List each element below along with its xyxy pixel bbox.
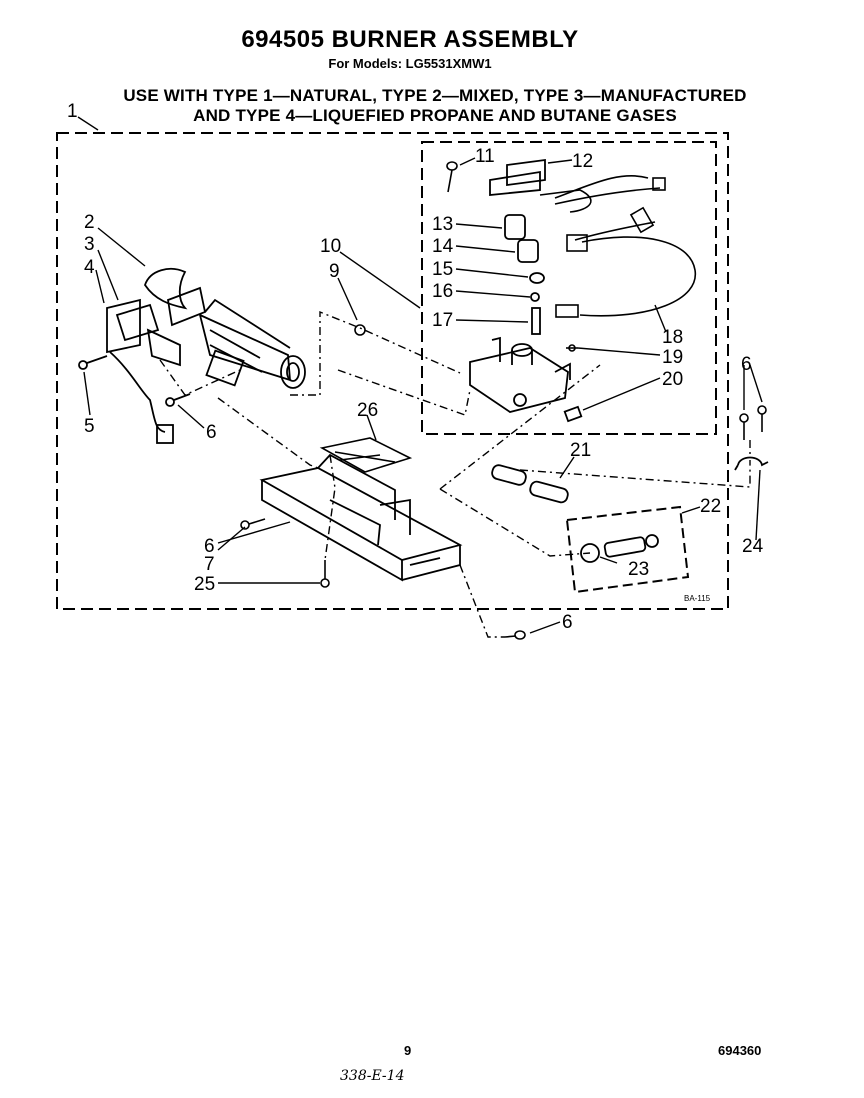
callout-12: 12 bbox=[572, 151, 593, 172]
callout-23: 23 bbox=[628, 559, 649, 580]
callout-16: 16 bbox=[432, 281, 453, 302]
gas-tube bbox=[491, 464, 569, 504]
pipe-clamp bbox=[734, 456, 769, 471]
screw bbox=[165, 393, 191, 407]
drawing-code: BA-115 bbox=[684, 594, 711, 603]
callout-6: 6 bbox=[741, 354, 752, 375]
callout-19: 19 bbox=[662, 347, 683, 368]
callout-5: 5 bbox=[84, 416, 95, 437]
igniter-subassembly-boundary bbox=[565, 505, 690, 594]
burner-tube bbox=[144, 268, 306, 389]
document-number: 694360 bbox=[718, 1043, 762, 1058]
model-subtitle: For Models: LG5531XMW1 bbox=[328, 56, 492, 71]
gas-valve bbox=[469, 336, 571, 413]
heat-shield bbox=[319, 437, 413, 473]
callout-1: 1 bbox=[67, 101, 78, 122]
wiring-harness bbox=[539, 174, 696, 318]
callout-21: 21 bbox=[570, 440, 591, 461]
nut bbox=[354, 324, 366, 336]
gas-type-note-line2: AND TYPE 4—LIQUEFIED PROPANE AND BUTANE … bbox=[193, 106, 677, 125]
callout-22: 22 bbox=[700, 496, 721, 517]
callout-25: 25 bbox=[194, 574, 215, 595]
callout-24: 24 bbox=[742, 536, 764, 557]
callout-2: 2 bbox=[84, 212, 95, 233]
valve-subassembly-boundary bbox=[421, 141, 717, 435]
callout-7: 7 bbox=[204, 554, 215, 575]
screw bbox=[240, 518, 526, 640]
callout-14: 14 bbox=[432, 236, 454, 257]
igniter bbox=[580, 534, 659, 563]
screw bbox=[446, 161, 458, 193]
orifice bbox=[563, 405, 583, 423]
screw bbox=[78, 355, 108, 370]
valve-coil-stack bbox=[489, 158, 546, 335]
assembly-boundary bbox=[56, 132, 729, 610]
callout-26: 26 bbox=[357, 400, 378, 421]
screw bbox=[566, 344, 578, 352]
callout-17: 17 bbox=[432, 310, 453, 331]
screw bbox=[739, 405, 767, 440]
flame-sensor-bracket bbox=[106, 298, 181, 444]
callout-18: 18 bbox=[662, 327, 683, 348]
callout-3: 3 bbox=[84, 234, 95, 255]
gas-type-note-line1: USE WITH TYPE 1—NATURAL, TYPE 2—MIXED, T… bbox=[123, 86, 747, 105]
callout-6: 6 bbox=[204, 536, 215, 557]
handwritten-note: 338-E-14 bbox=[340, 1068, 405, 1084]
burner-base-bracket bbox=[259, 453, 463, 582]
callout-4: 4 bbox=[84, 257, 95, 278]
callout-15: 15 bbox=[432, 259, 453, 280]
page-title: 694505 BURNER ASSEMBLY bbox=[241, 26, 579, 53]
page-number: 9 bbox=[404, 1043, 412, 1058]
callout-13: 13 bbox=[432, 214, 453, 235]
callout-11: 11 bbox=[475, 146, 495, 167]
callout-6: 6 bbox=[562, 612, 573, 633]
callout-6: 6 bbox=[206, 422, 217, 443]
callout-9: 9 bbox=[329, 261, 340, 282]
callout-10: 10 bbox=[320, 236, 341, 257]
callout-20: 20 bbox=[662, 369, 683, 390]
